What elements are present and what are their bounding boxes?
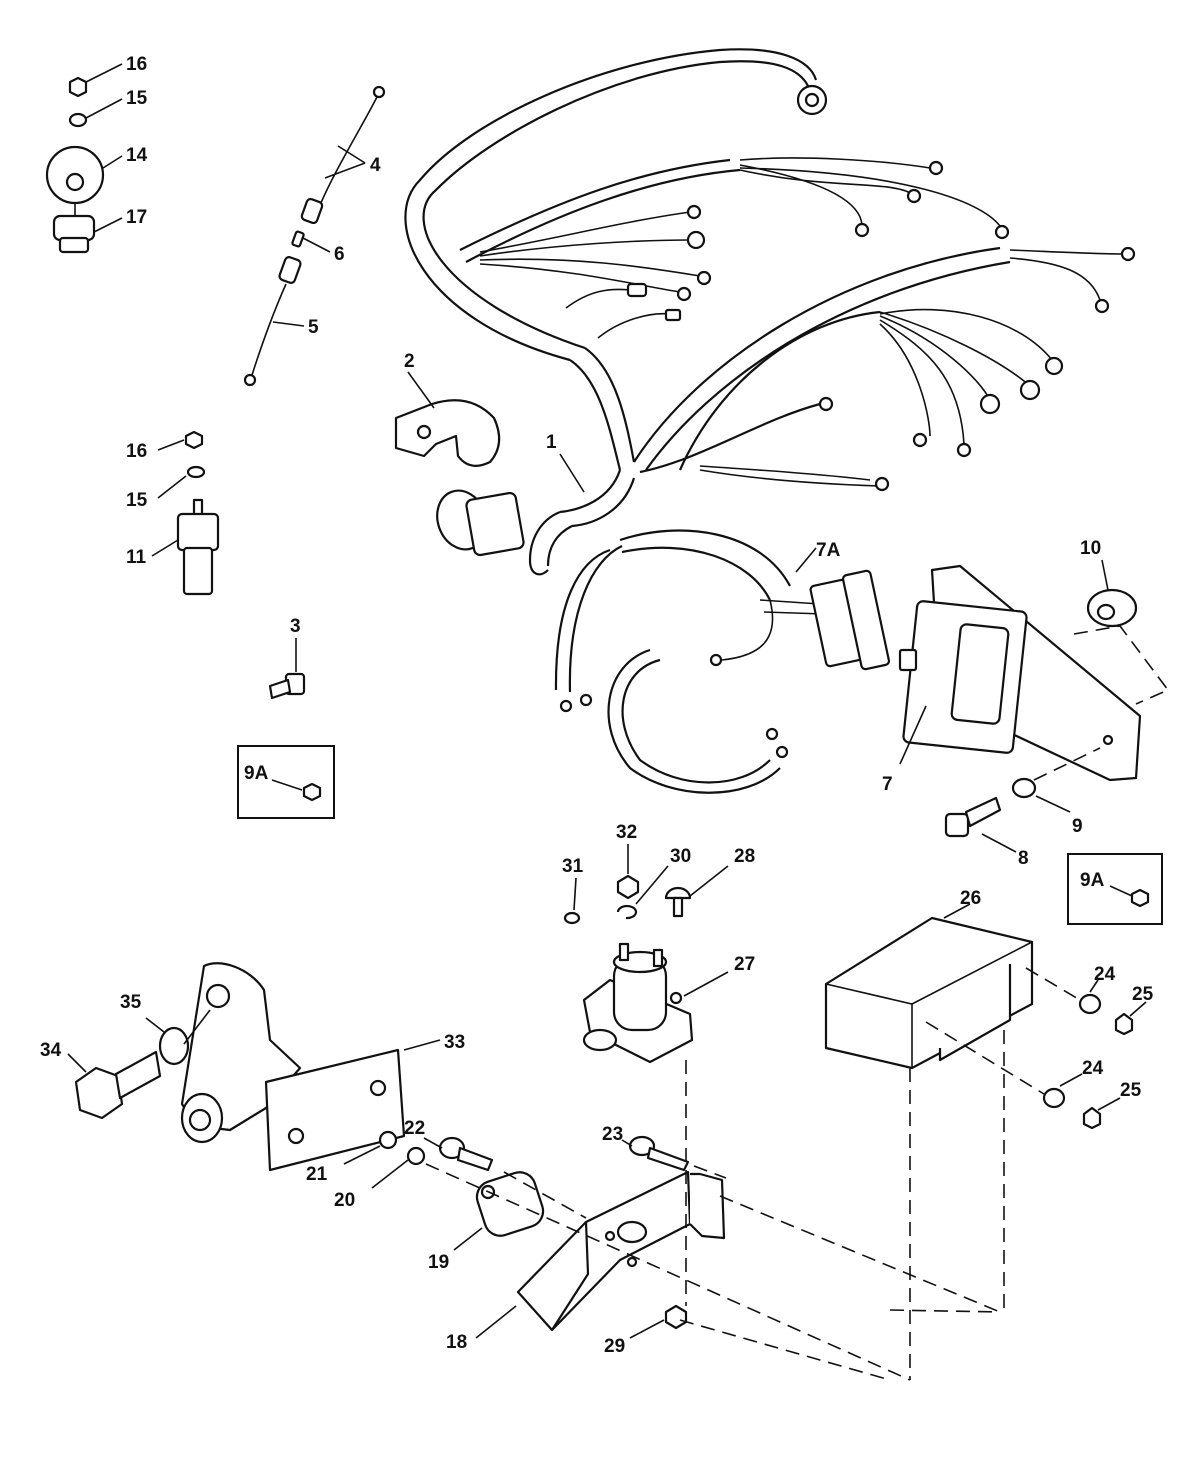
part-24-washer-top (1078, 993, 1102, 1015)
connector-5 (278, 256, 302, 284)
part-11-temp-sender (176, 498, 220, 596)
part-9-washer (1011, 777, 1037, 799)
part-28-screw (664, 886, 692, 918)
part-27-solenoid (582, 942, 694, 1064)
lead-wires (243, 85, 386, 387)
callout-16-top: 16 (126, 54, 147, 75)
part-8-bolt (944, 796, 1002, 838)
callout-5: 5 (308, 317, 319, 338)
callout-23: 23 (602, 1124, 623, 1145)
part-20-washer (406, 1146, 426, 1166)
sender-stack (45, 76, 105, 254)
part-32-nut (616, 874, 640, 900)
callout-11: 11 (126, 547, 147, 568)
callout-25-bot: 25 (1120, 1080, 1142, 1101)
connector-4 (300, 197, 324, 225)
callout-3: 3 (290, 616, 301, 637)
callout-18: 18 (446, 1332, 467, 1353)
callout-33: 33 (444, 1032, 465, 1053)
part-34-bolt (74, 1050, 162, 1120)
callout-9: 9 (1072, 816, 1083, 837)
callout-15-top: 15 (126, 88, 148, 109)
part-16-nut-top (68, 76, 88, 98)
callout-32: 32 (616, 822, 637, 843)
callout-29: 29 (604, 1336, 625, 1357)
part-24-washer-bot (1042, 1087, 1066, 1109)
part-7-ignition-module (898, 564, 1142, 782)
callout-22: 22 (404, 1118, 425, 1139)
callout-31: 31 (562, 856, 584, 877)
callout-27: 27 (734, 954, 755, 975)
part-19-regulator (475, 1171, 545, 1237)
callout-1: 1 (546, 432, 557, 453)
callout-28: 28 (734, 846, 755, 867)
callout-10: 10 (1080, 538, 1101, 559)
part-17-fitting (52, 214, 96, 242)
harness-main-connector (436, 489, 525, 557)
part-22-screw (438, 1136, 494, 1172)
callout-17: 17 (126, 207, 147, 228)
callout-7a: 7A (816, 540, 841, 561)
part-33-bracket (180, 962, 406, 1172)
part-25-nut-bot (1082, 1106, 1102, 1130)
callout-9a-left: 9A (244, 763, 269, 784)
callout-24-bot: 24 (1082, 1058, 1104, 1079)
part-15-washer-mid (186, 465, 206, 479)
part-10-spacer (1086, 588, 1138, 628)
callout-19: 19 (428, 1252, 449, 1273)
part-16-nut-mid (184, 430, 204, 450)
callout-9a-right: 9A (1080, 870, 1105, 891)
callout-21: 21 (306, 1164, 328, 1185)
box-9a-left (237, 745, 335, 819)
part-21-nut (378, 1130, 398, 1150)
part-6-pin (291, 230, 305, 248)
callout-15-mid: 15 (126, 490, 148, 511)
part-29-nut (664, 1304, 688, 1330)
part-1-main-harness (404, 48, 1136, 576)
callout-30: 30 (670, 846, 691, 867)
callout-7: 7 (882, 774, 893, 795)
callout-20: 20 (334, 1190, 355, 1211)
callout-24-top: 24 (1094, 964, 1116, 985)
part-31-clip (563, 911, 581, 925)
part-30-lockwasher (616, 904, 638, 920)
callout-26: 26 (960, 888, 981, 909)
part-2-clamp (394, 399, 501, 467)
part-7a-sub-harness (554, 529, 891, 794)
callout-8: 8 (1018, 848, 1029, 869)
callout-2: 2 (404, 351, 415, 372)
part-26-cover (824, 916, 1034, 1070)
part-35-lockwasher (158, 1026, 190, 1066)
part-18-mounting-bracket (516, 1170, 726, 1332)
callout-16-mid: 16 (126, 441, 147, 462)
callout-14: 14 (126, 145, 148, 166)
part-15-washer-top (68, 112, 88, 128)
part-25-nut-top (1114, 1012, 1134, 1036)
part-14-sender-post (65, 172, 85, 192)
part-17-thread (58, 236, 90, 254)
part-3-bolt (268, 672, 306, 700)
callout-25-top: 25 (1132, 984, 1154, 1005)
callout-35: 35 (120, 992, 142, 1013)
callout-6: 6 (334, 244, 345, 265)
callout-4: 4 (370, 155, 381, 176)
part-23-screw (628, 1135, 690, 1172)
callout-34: 34 (40, 1040, 62, 1061)
